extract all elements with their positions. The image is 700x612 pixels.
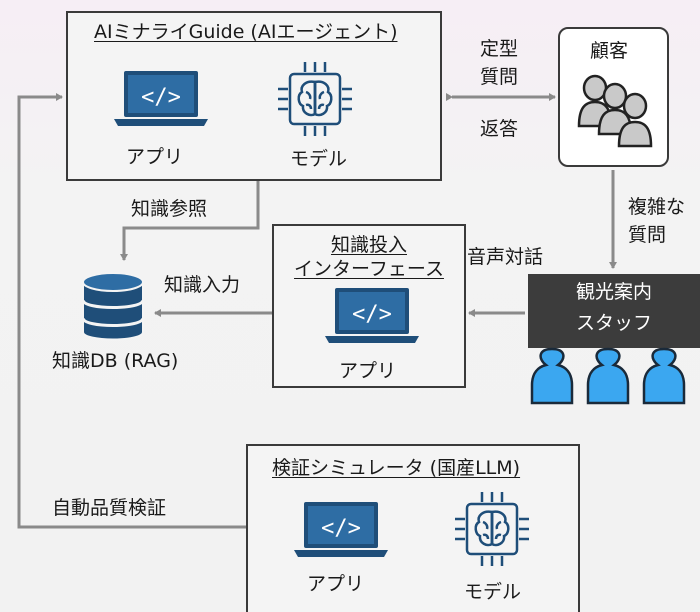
ai-guide-title: AIミナライGuide (AIエージェント) (94, 21, 398, 43)
interface-title-line1: 知識投入 (330, 234, 407, 256)
staff-box (528, 274, 700, 348)
label-shitsumon: 質問 (480, 66, 519, 88)
simulator-title: 検証シミュレータ (国産LLM) (272, 457, 521, 479)
simulator-app-label: アプリ (307, 573, 365, 595)
knowledge-reference-line (120, 181, 260, 261)
ai-guide-model-label: モデル (290, 148, 348, 170)
interface-title-line2: インターフェース (294, 258, 444, 280)
simulator-model-label: モデル (464, 581, 522, 603)
label-hentou: 返答 (480, 118, 519, 140)
svg-text:</>: </> (321, 516, 361, 541)
interface-app-label: アプリ (339, 360, 397, 382)
ai-guide-app-label: アプリ (126, 146, 184, 168)
label-knowledge-reference: 知識参照 (131, 198, 208, 220)
staff-line2: スタッフ (575, 312, 652, 334)
label-complex-line2: 質問 (628, 224, 667, 246)
label-complex-line1: 複雑な (628, 196, 686, 218)
svg-text:</>: </> (141, 85, 181, 110)
simulator-laptop-code-icon: </> (294, 502, 388, 557)
staff-line1: 観光案内 (575, 281, 652, 303)
customer-label: 顧客 (590, 40, 629, 62)
label-knowledge-input: 知識入力 (164, 274, 241, 296)
customer-group-icon (577, 74, 653, 148)
interface-laptop-code-icon: </> (325, 288, 419, 343)
database-label: 知識DB (RAG) (52, 350, 179, 372)
laptop-code-icon: </> (114, 71, 208, 126)
staff-group-icon (530, 347, 686, 405)
simulator-ai-chip-icon (455, 492, 529, 566)
label-teikei: 定型 (480, 38, 519, 60)
ai-chip-icon (278, 62, 352, 136)
svg-text:</>: </> (352, 302, 392, 327)
label-voice-dialogue: 音声対話 (467, 246, 544, 268)
auto-quality-check-line (17, 93, 246, 529)
database-icon (81, 272, 145, 341)
label-auto-quality-check: 自動品質検証 (52, 497, 167, 519)
